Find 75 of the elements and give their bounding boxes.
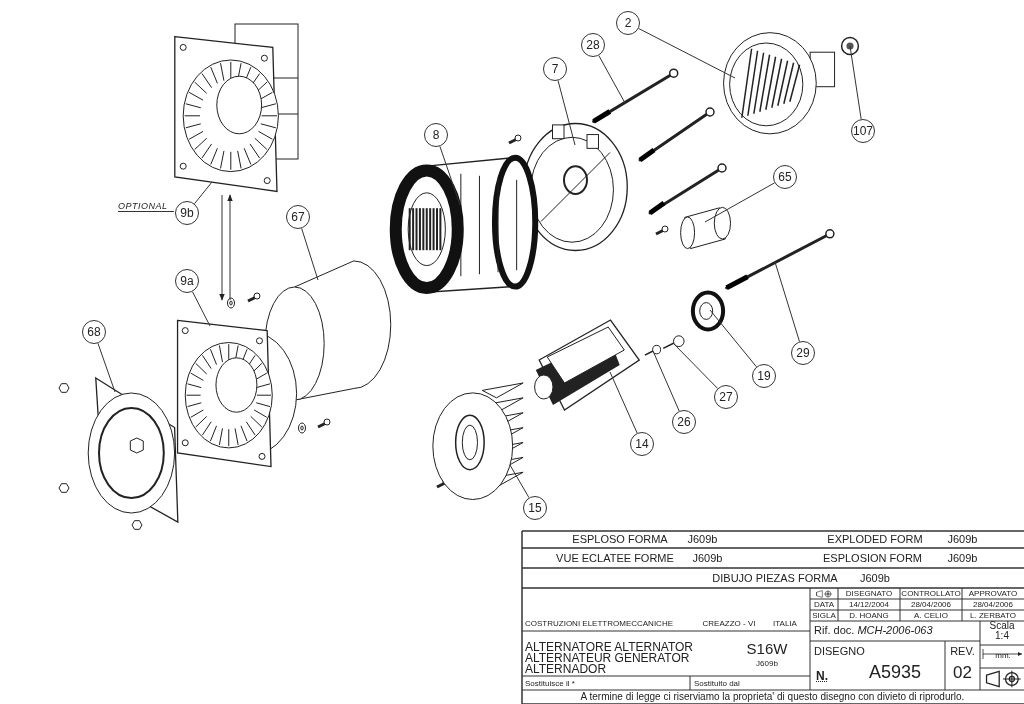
leader-line xyxy=(301,227,319,281)
drawing-label: DISEGNO xyxy=(814,643,866,659)
number-label: N. xyxy=(816,668,829,685)
callout-number: 14 xyxy=(630,432,654,456)
date-text: 14/12/2004 xyxy=(847,599,890,610)
optional-note: OPTIONAL xyxy=(118,201,174,212)
initials-text: L. ZERBATO xyxy=(969,610,1017,621)
date-text: 28/04/2006 xyxy=(971,599,1014,610)
form-code: J609b xyxy=(859,571,891,586)
leader-line xyxy=(191,291,211,327)
callout-number: 28 xyxy=(581,33,605,57)
copyright-notice: A termine di legge ci riserviamo la proprieta' di questo disegno con divieto di riprodurlo. xyxy=(579,690,966,704)
callout-number: 8 xyxy=(424,123,448,147)
callout-number: 7 xyxy=(543,57,567,81)
scale-label: Scala xyxy=(988,621,1016,631)
form-code: J609b xyxy=(755,658,779,669)
initials-text: A. CELIO xyxy=(913,610,949,621)
location-text: ITALIA xyxy=(772,618,798,630)
leader-line xyxy=(598,55,626,104)
leader-line xyxy=(704,182,776,223)
form-title: ESPLOSO FORMA xyxy=(571,532,669,547)
product-name: ALTERNATEUR GENERATOR xyxy=(525,652,691,664)
arrow xyxy=(227,194,233,301)
form-code: J609b xyxy=(691,551,724,566)
callout-number: 26 xyxy=(672,410,696,434)
callout-number: 65 xyxy=(773,165,797,189)
leader-line xyxy=(439,145,461,206)
row-label: DATA xyxy=(812,599,836,610)
revision-number: 02 xyxy=(952,661,973,684)
product-name: ALTERNATORE ALTERNATOR xyxy=(525,641,695,653)
form-code: J609b xyxy=(686,532,719,547)
callout-number: 68 xyxy=(82,320,106,344)
form-title: DIBUJO PIEZAS FORMA xyxy=(711,571,839,586)
callout-number: 15 xyxy=(523,496,547,520)
leader-line xyxy=(849,45,862,120)
leader-line xyxy=(638,28,736,79)
company-description: COSTRUZIONI ELETTROMECCANICHE xyxy=(525,618,674,630)
header-text: CONTROLLATO xyxy=(900,588,962,599)
reference-text: Rif. doc. MCH-2006-063 xyxy=(814,623,934,638)
form-title: EXPLODED FORM xyxy=(826,532,924,547)
revision-label: REV. xyxy=(949,643,976,659)
header-text: DISEGNATO xyxy=(844,588,894,599)
form-title: ESPLOSION FORM xyxy=(822,551,923,566)
leader-line xyxy=(97,342,116,393)
scale-value: 1:4 xyxy=(994,631,1010,641)
model-code: S16W xyxy=(745,641,789,656)
date-text: 28/04/2006 xyxy=(909,599,952,610)
callout-number: 9a xyxy=(175,269,199,293)
form-code: J609b xyxy=(946,532,979,547)
callout-number: 27 xyxy=(714,385,738,409)
product-name: ALTERNADOR xyxy=(525,663,608,675)
leader-line xyxy=(194,181,213,205)
leader-line xyxy=(557,80,576,146)
replaces-text: Sostituisce il * xyxy=(525,678,576,690)
callout-number: 107 xyxy=(851,119,875,143)
form-code: J609b xyxy=(946,551,979,566)
leader-line xyxy=(652,350,680,412)
callout-number: 9b xyxy=(175,201,199,225)
arrow xyxy=(219,194,225,301)
leader-line xyxy=(609,371,638,434)
callout-number: 2 xyxy=(616,11,640,35)
location-text: CREAZZO - VI xyxy=(701,618,757,630)
replaced-by-text: Sostituito dal xyxy=(694,678,741,690)
unit-label: mm. xyxy=(994,650,1012,662)
callout-number: 67 xyxy=(286,205,310,229)
leader-line xyxy=(672,342,719,389)
row-label: SIGLA xyxy=(811,610,837,621)
callout-number: 19 xyxy=(752,364,776,388)
leader-line xyxy=(774,261,800,343)
initials-text: D. HOANG xyxy=(848,610,890,621)
leader-line xyxy=(709,309,757,368)
header-text: APPROVATO xyxy=(967,588,1019,599)
callout-number: 29 xyxy=(791,341,815,365)
drawing-number: A5935 xyxy=(867,661,923,684)
form-title: VUE ECLATEE FORME xyxy=(555,551,675,566)
